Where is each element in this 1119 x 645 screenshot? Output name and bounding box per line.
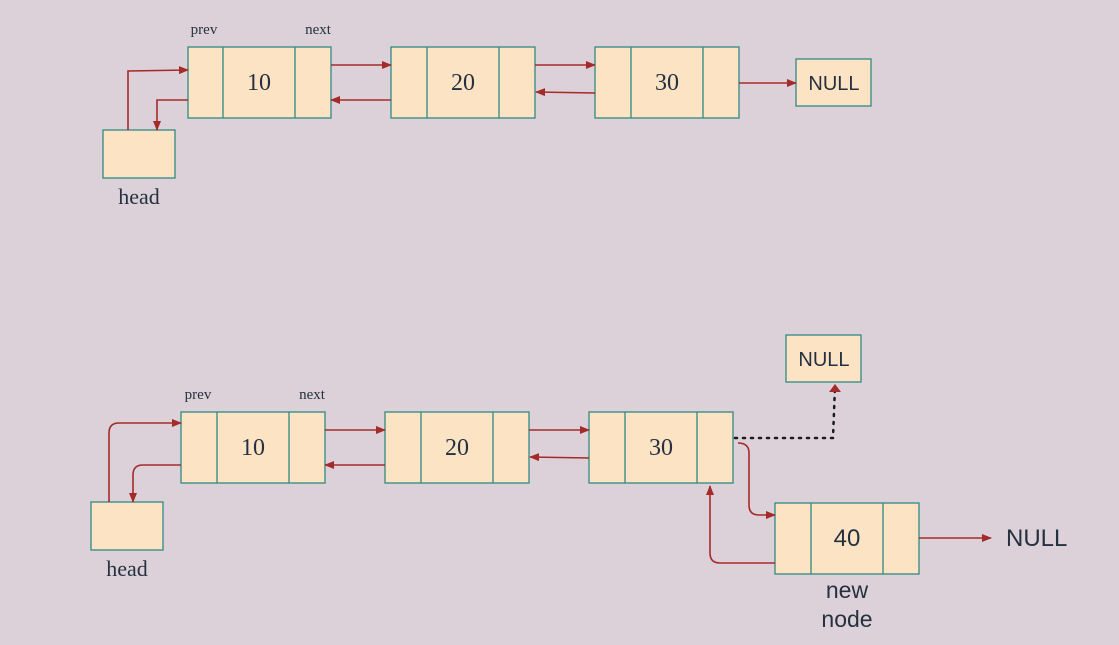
prev-field-label: prev xyxy=(185,387,212,403)
new-null-label: NULL xyxy=(1006,525,1067,552)
list-node: 30 xyxy=(588,411,734,484)
node-value: 20 xyxy=(451,70,475,96)
head-box xyxy=(102,129,176,179)
list-node: 10 xyxy=(187,46,332,119)
node-to-head-arrow xyxy=(129,464,181,503)
head-pointer: head xyxy=(90,501,164,581)
prev-arrow xyxy=(535,88,596,97)
head-label: head xyxy=(106,556,148,581)
old-next-dotted-link xyxy=(733,384,837,440)
new-node-caption-line2: node xyxy=(821,606,872,632)
new-node-prev-arrow xyxy=(706,485,775,564)
node-value: 30 xyxy=(649,435,673,461)
head-to-node-arrow xyxy=(127,66,189,130)
list-node: 30 xyxy=(594,46,740,119)
list-node: 20 xyxy=(390,46,536,119)
node-box xyxy=(187,46,332,119)
null-label: NULL xyxy=(808,73,859,95)
next-to-new-node-arrow xyxy=(737,442,776,519)
node-box xyxy=(774,502,920,575)
head-pointer: head xyxy=(102,129,176,209)
node-box xyxy=(180,411,326,484)
node-box xyxy=(384,411,530,484)
node-box xyxy=(594,46,740,119)
next-field-label: next xyxy=(299,387,326,403)
new-node-caption-line1: new xyxy=(826,577,869,603)
null-label: NULL xyxy=(798,349,849,371)
node-value: 40 xyxy=(834,525,861,552)
head-label: head xyxy=(118,184,160,209)
next-field-label: next xyxy=(305,22,332,38)
prev-field-label: prev xyxy=(191,22,218,38)
node-value: 10 xyxy=(241,435,265,461)
node-value: 10 xyxy=(247,70,271,96)
old-null-arrowhead xyxy=(829,384,841,392)
bottom-list: prev next 10 20 30 NULL xyxy=(90,334,1067,632)
node-to-head-arrow xyxy=(153,99,188,131)
top-list: prev next 10 20 30 NULL xyxy=(102,22,872,209)
null-box: NULL xyxy=(795,58,872,107)
list-node: 20 xyxy=(384,411,530,484)
node-box xyxy=(390,46,536,119)
head-to-node-arrow xyxy=(108,419,182,502)
list-node: 10 xyxy=(180,411,326,484)
prev-arrow xyxy=(529,453,590,462)
old-null-box: NULL xyxy=(785,334,862,383)
node-value: 30 xyxy=(655,70,679,96)
node-value: 20 xyxy=(445,435,469,461)
node-box xyxy=(588,411,734,484)
head-box xyxy=(90,501,164,551)
new-node: 40 new node xyxy=(774,502,920,632)
